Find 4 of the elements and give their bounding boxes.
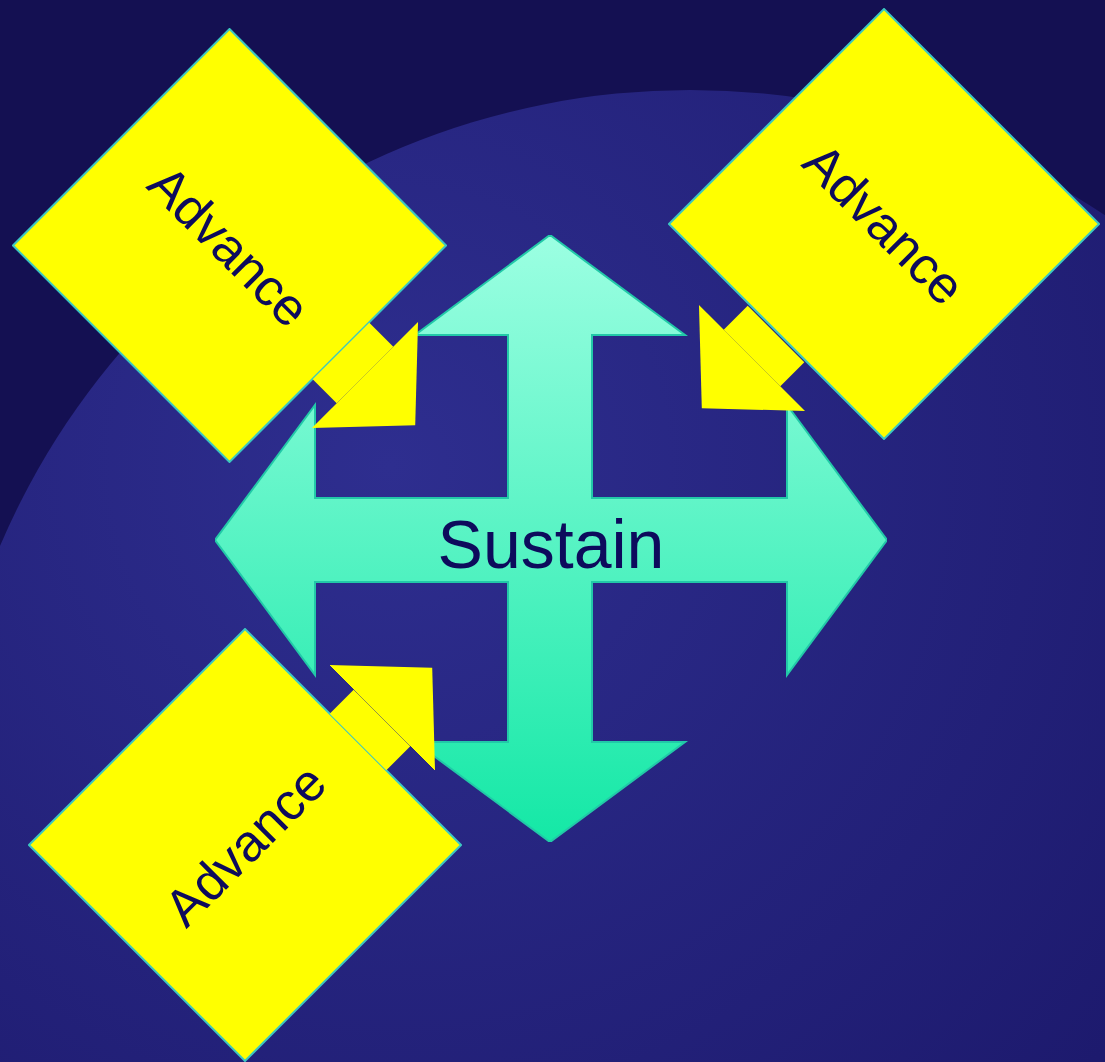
arrow: [311, 321, 419, 429]
arrow: [698, 304, 806, 412]
arrow: [328, 664, 436, 772]
node-label: Sustain: [437, 509, 665, 578]
